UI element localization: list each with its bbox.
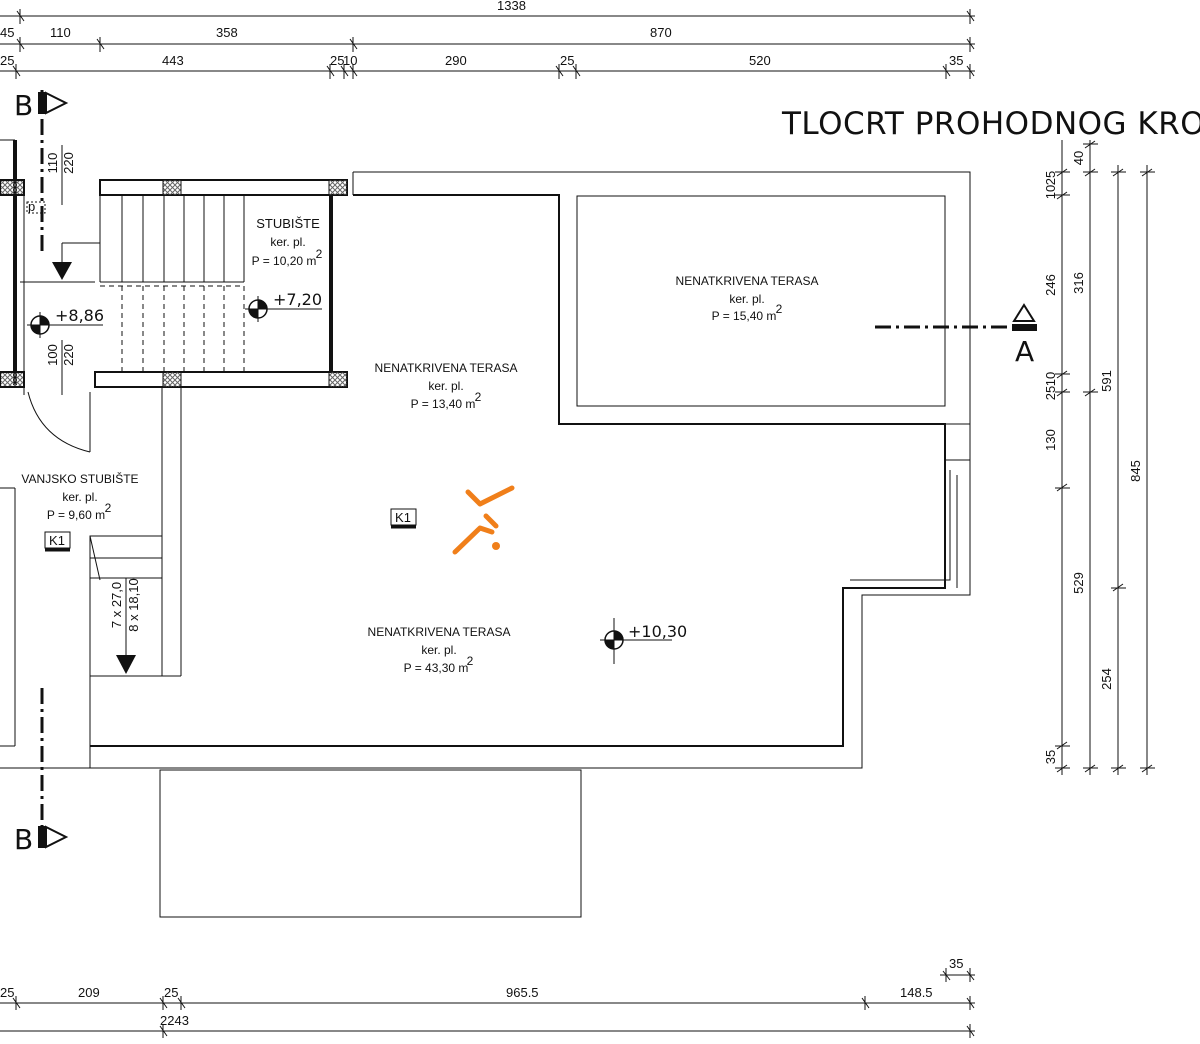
room-floor-terasa-4330: ker. pl.: [421, 643, 456, 657]
dim-top-10: 10: [343, 53, 357, 68]
room-floor-terasa-1340: ker. pl.: [428, 379, 463, 393]
dim-bottom-2243: 2243: [160, 1013, 189, 1028]
dim-bottom-9655: 965.5: [506, 985, 539, 1000]
tag-k1-a: K1: [390, 508, 417, 529]
room-labels: NENATKRIVENA TERASA ker. pl. P = 15,40 m…: [21, 274, 818, 675]
dim-right-316: 316: [1071, 272, 1086, 294]
dim-bottom-209: 209: [78, 985, 100, 1000]
dim-bottom-25b: 25: [164, 985, 178, 1000]
dim-top-1338: 1338: [497, 0, 526, 13]
top-dimension-lines: 1338 45 110 358 870 25 443 25 10 290 25 …: [0, 0, 975, 79]
elevation-marker-1030: +10,30: [600, 618, 687, 664]
dim-top-443: 443: [162, 53, 184, 68]
room-area-vanjsko: P = 9,60 m: [47, 508, 105, 522]
room-name-terasa-1540: NENATKRIVENA TERASA: [676, 274, 819, 288]
dim-top-25a: 25: [0, 53, 14, 68]
dim-top-520: 520: [749, 53, 771, 68]
dim-right-529: 529: [1071, 572, 1086, 594]
room-area-sup-terasa-4330: 2: [467, 654, 474, 668]
dim-top-25b: 25: [330, 53, 344, 68]
bottom-dimension-lines: 35 25 209 25 965.5 148.5 2243: [0, 956, 975, 1038]
dim-right-10a: 10: [1043, 185, 1058, 199]
dim-right-10b: 10: [1043, 372, 1058, 386]
elevation-marker-886: +8,86: [27, 306, 104, 338]
tag-k1-a-label: K1: [395, 510, 411, 525]
section-marker-a: A: [875, 303, 1037, 368]
small-label-p: p: [28, 199, 35, 214]
room-area-terasa-1340: P = 13,40 m: [411, 397, 476, 411]
dim-top-870: 870: [650, 25, 672, 40]
dim-bottom-1485: 148.5: [900, 985, 933, 1000]
dim-right-254: 254: [1099, 668, 1114, 690]
orange-cross-logo-icon: [452, 485, 515, 555]
dim-right-35: 35: [1043, 750, 1058, 764]
room-area-sup-stubiste: 2: [316, 247, 323, 261]
room-floor-terasa-1540: ker. pl.: [729, 292, 764, 306]
tag-k1-b: K1: [44, 531, 71, 552]
dim-110: 110: [45, 153, 60, 174]
stair-dim-a: 7 x 27,0: [109, 582, 124, 628]
dim-right-130: 130: [1043, 429, 1058, 451]
elevation-886: +8,86: [55, 306, 104, 325]
dim-right-591: 591: [1099, 370, 1114, 392]
dim-bottom-35: 35: [949, 956, 963, 971]
left-stair-block: 110 220 100 220 p: [0, 139, 100, 453]
section-label-a: A: [1015, 335, 1034, 368]
dim-right-845: 845: [1128, 460, 1143, 482]
room-area-terasa-4330: P = 43,30 m: [404, 661, 469, 675]
dim-right-40: 40: [1071, 151, 1086, 165]
tag-k1-b-label: K1: [49, 533, 65, 548]
room-name-stubiste: STUBIŠTE: [256, 216, 320, 231]
dim-top-35: 35: [949, 53, 963, 68]
dim-top-290: 290: [445, 53, 467, 68]
stair-room: STUBIŠTE ker. pl. P = 10,20 m 2: [94, 179, 348, 388]
room-floor-vanjsko: ker. pl.: [62, 490, 97, 504]
dim-top-110: 110: [50, 25, 71, 40]
dim-top-45: 45: [0, 25, 14, 40]
room-name-vanjsko: VANJSKO STUBIŠTE: [21, 471, 138, 486]
room-area-stubiste: P = 10,20 m: [252, 254, 317, 268]
dim-100: 100: [45, 344, 60, 366]
section-marker-b-bottom: B: [14, 688, 69, 856]
plan-title: TLOCRT PROHODNOG KROVA: [781, 106, 1200, 142]
room-area-sup-terasa-1340: 2: [475, 390, 482, 404]
room-name-terasa-4330: NENATKRIVENA TERASA: [368, 625, 511, 639]
dim-top-358: 358: [216, 25, 238, 40]
elevation-marker-720: +7,20: [245, 290, 322, 322]
elevation-1030: +10,30: [628, 622, 687, 641]
dim-220b: 220: [61, 344, 76, 366]
elevation-720: +7,20: [273, 290, 322, 309]
dim-220a: 220: [61, 152, 76, 174]
section-marker-b-top: B: [14, 89, 69, 255]
room-area-sup-vanjsko: 2: [105, 501, 112, 515]
right-dimension-lines: 40 25 10 246 10 25 130 35 316 529 591 25…: [1043, 140, 1155, 775]
dim-right-246: 246: [1043, 274, 1058, 296]
dim-right-25a: 25: [1043, 171, 1058, 185]
room-area-sup-terasa-1540: 2: [776, 302, 783, 316]
terrace-outlines: [0, 171, 971, 918]
dim-top-25c: 25: [560, 53, 574, 68]
outdoor-stair: 7 x 27,0 8 x 18,10: [89, 535, 163, 677]
dim-bottom-25a: 25: [0, 985, 14, 1000]
section-label-b-bottom: B: [14, 823, 33, 856]
room-area-terasa-1540: P = 15,40 m: [712, 309, 777, 323]
stair-dim-b: 8 x 18,10: [126, 578, 141, 632]
room-floor-stubiste: ker. pl.: [270, 235, 305, 249]
room-name-terasa-1340: NENATKRIVENA TERASA: [375, 361, 518, 375]
section-label-b-top: B: [14, 89, 33, 122]
dim-right-25b: 25: [1043, 386, 1058, 400]
